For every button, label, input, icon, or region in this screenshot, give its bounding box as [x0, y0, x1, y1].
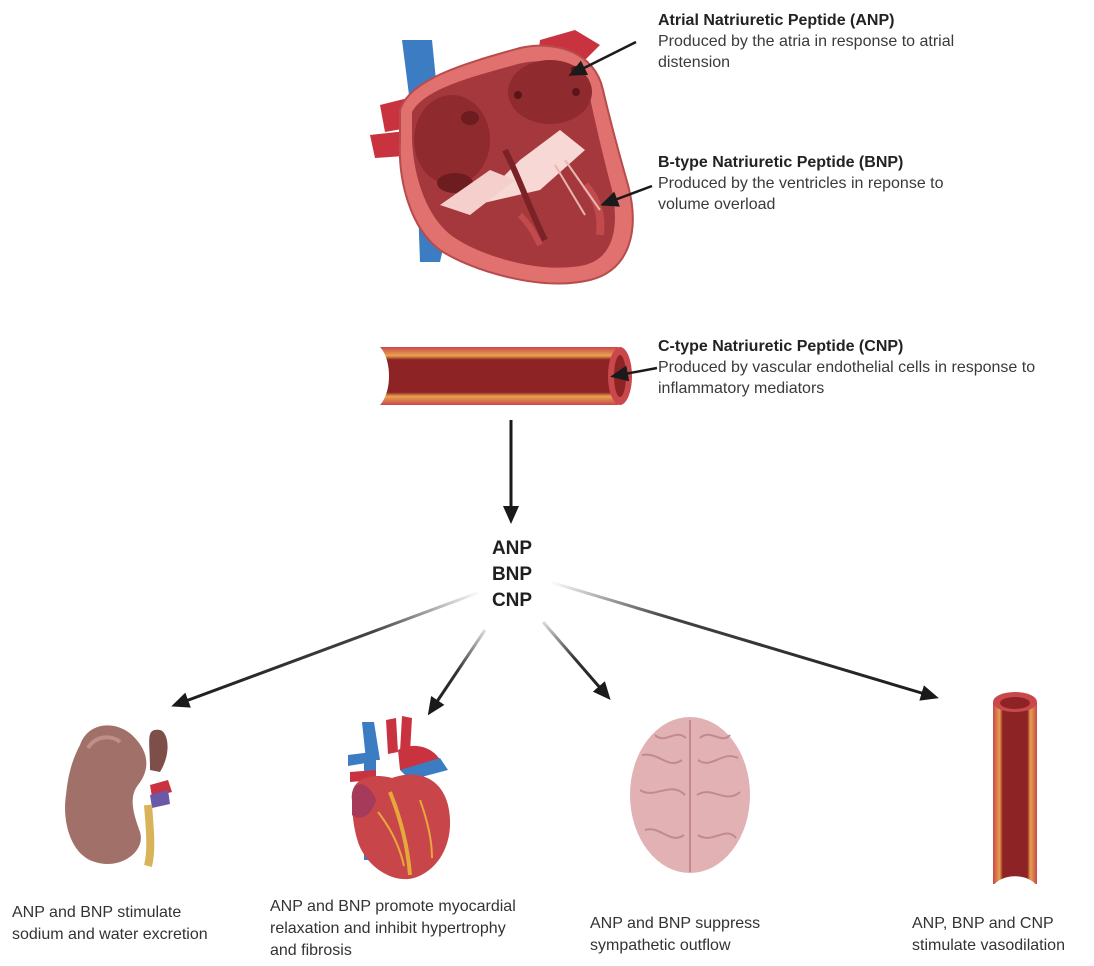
heart-illustration: [348, 716, 450, 879]
brain-effect-caption: ANP and BNP suppress sympathetic outflow: [590, 913, 790, 957]
cnp-description-block: C-type Natriuretic Peptide (CNP) Produce…: [658, 336, 1088, 399]
anp-title: Atrial Natriuretic Peptide (ANP): [658, 10, 1058, 31]
anp-description-block: Atrial Natriuretic Peptide (ANP) Produce…: [658, 10, 1058, 73]
cnp-title: C-type Natriuretic Peptide (CNP): [658, 336, 1088, 357]
bnp-description-block: B-type Natriuretic Peptide (BNP) Produce…: [658, 152, 1058, 215]
arrow-to-brain: [543, 622, 608, 697]
vessel-effect-caption: ANP, BNP and CNP stimulate vasodilation: [912, 913, 1090, 957]
cnp-desc: Produced by vascular endothelial cells i…: [658, 357, 1088, 399]
arrow-to-vessel: [550, 582, 935, 697]
label-anp: ANP: [462, 536, 562, 562]
kidney-effect-caption: ANP and BNP stimulate sodium and water e…: [12, 902, 212, 946]
arrow-to-heart: [430, 630, 485, 712]
heart-effect-caption: ANP and BNP promote myocardial relaxatio…: [270, 896, 530, 962]
brain-illustration: [630, 717, 750, 873]
blood-vessel-vertical-illustration: [993, 692, 1037, 886]
peptide-labels: ANP BNP CNP: [462, 536, 562, 614]
anp-desc: Produced by the atria in response to atr…: [658, 31, 1008, 73]
kidney-illustration: [65, 725, 172, 866]
bnp-desc: Produced by the ventricles in reponse to…: [658, 173, 998, 215]
label-cnp: CNP: [462, 588, 562, 614]
heart-cross-section-illustration: [370, 30, 633, 283]
arrow-to-kidney: [175, 592, 480, 705]
blood-vessel-horizontal-illustration: [380, 347, 632, 405]
bnp-title: B-type Natriuretic Peptide (BNP): [658, 152, 1058, 173]
label-bnp: BNP: [462, 562, 562, 588]
